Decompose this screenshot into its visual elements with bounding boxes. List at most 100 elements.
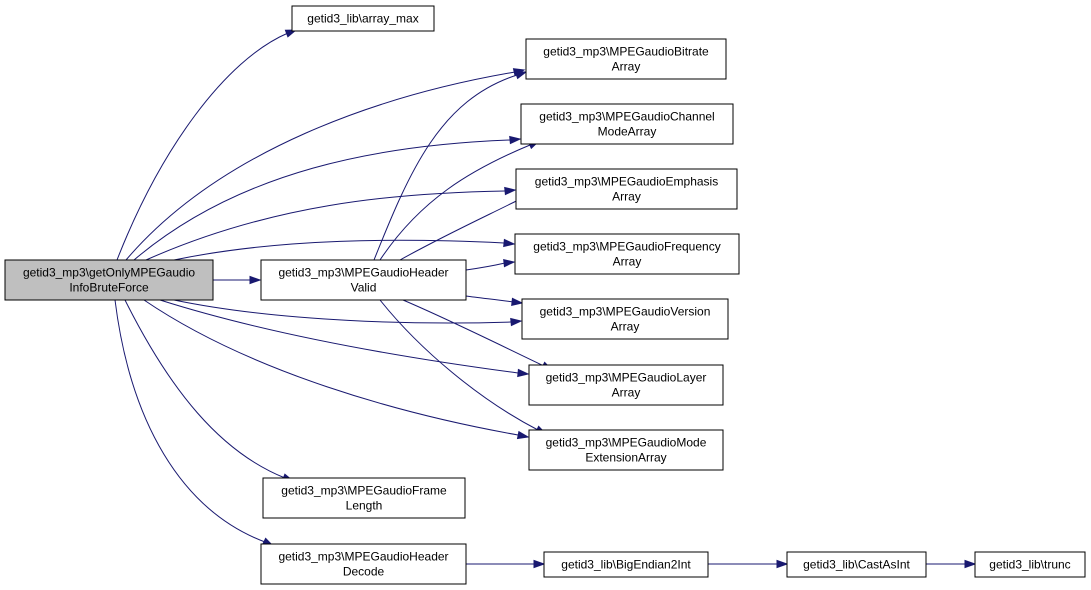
- node-label: getid3_mp3\MPEGaudioBitrate: [543, 45, 709, 59]
- node-bigendian[interactable]: getid3_lib\BigEndian2Int: [543, 551, 709, 578]
- edge-line: [143, 299, 519, 436]
- edge-arrowhead: [964, 559, 977, 569]
- edge-arrowhead: [504, 186, 517, 196]
- edge-line: [379, 299, 539, 431]
- edge-line: [125, 71, 516, 261]
- edge-line: [173, 299, 512, 324]
- node-label: getid3_mp3\MPEGaudioChannel: [539, 110, 714, 124]
- node-box: [528, 429, 724, 471]
- edge-root-to-modeext: [143, 299, 530, 440]
- edge-root-to-headervalid: [213, 275, 262, 285]
- edge-line: [465, 295, 514, 303]
- edge-arrowhead: [284, 29, 298, 38]
- node-box: [521, 298, 729, 340]
- node-label: getid3_mp3\MPEGaudioEmphasis: [535, 175, 718, 189]
- edge-headervalid-to-frequency: [465, 258, 516, 271]
- node-label: getid3_lib\CastAsInt: [803, 558, 910, 572]
- node-root[interactable]: getid3_mp3\getOnlyMPEGaudioInfoBruteForc…: [4, 259, 214, 301]
- node-label: getid3_mp3\MPEGaudioFrequency: [533, 240, 720, 254]
- node-box: [525, 38, 727, 80]
- edge-line: [114, 299, 266, 543]
- edge-arrowhead: [509, 135, 522, 145]
- node-box: [974, 551, 1086, 578]
- node-label: Array: [612, 60, 641, 74]
- node-box: [515, 168, 738, 210]
- node-label: Array: [612, 386, 641, 400]
- node-label: getid3_mp3\MPEGaudioHeader: [278, 550, 448, 564]
- node-label: getid3_mp3\MPEGaudioHeader: [278, 266, 448, 280]
- node-label: Array: [613, 255, 642, 269]
- node-label: Length: [346, 499, 383, 513]
- edge-arrowhead: [516, 430, 530, 440]
- node-box: [260, 259, 467, 301]
- edge-line: [373, 74, 518, 261]
- edge-root-to-framelength: [124, 299, 295, 482]
- node-label: getid3_mp3\getOnlyMPEGaudio: [23, 266, 195, 280]
- node-castasint[interactable]: getid3_lib\CastAsInt: [786, 551, 927, 578]
- edge-line: [124, 299, 286, 479]
- edge-arrowhead: [776, 559, 789, 569]
- edge-line: [173, 239, 505, 261]
- node-label: Array: [611, 320, 640, 334]
- edge-headervalid-to-version: [465, 295, 524, 307]
- node-box: [520, 103, 734, 145]
- node-label: Decode: [343, 565, 385, 579]
- edge-headervalid-to-bitrate: [373, 71, 528, 261]
- node-label: getid3_lib\BigEndian2Int: [561, 558, 691, 572]
- edge-headervalid-to-modeext: [379, 299, 548, 435]
- nodes-layer: getid3_mp3\getOnlyMPEGaudioInfoBruteForc…: [4, 5, 1086, 585]
- node-box: [260, 543, 467, 585]
- node-label: getid3_mp3\MPEGaudioLayer: [546, 371, 707, 385]
- edge-arrowhead: [510, 317, 523, 327]
- node-trunc[interactable]: getid3_lib\trunc: [974, 551, 1086, 578]
- node-label: getid3_lib\trunc: [989, 558, 1070, 572]
- node-label: Array: [612, 190, 641, 204]
- node-box: [262, 477, 466, 519]
- edge-root-to-headerdecode: [114, 299, 275, 547]
- edge-root-to-array_max: [116, 29, 298, 261]
- edge-arrowhead: [503, 258, 516, 268]
- node-box: [528, 364, 724, 406]
- edge-line: [379, 144, 531, 261]
- edge-line: [159, 299, 519, 374]
- edge-arrowhead: [517, 368, 530, 378]
- edge-arrowhead: [514, 71, 528, 80]
- node-box: [786, 551, 927, 578]
- edge-arrowhead: [511, 297, 524, 307]
- node-label: Valid: [351, 281, 377, 295]
- edge-line: [133, 139, 511, 261]
- edge-root-to-layer: [159, 299, 530, 378]
- edge-line: [116, 32, 289, 261]
- node-label: getid3_mp3\MPEGaudioFrame: [281, 484, 447, 498]
- node-box: [4, 259, 214, 301]
- edge-line: [402, 299, 545, 367]
- node-array_max[interactable]: getid3_lib\array_max: [291, 5, 435, 32]
- edge-line: [145, 190, 506, 261]
- node-label: getid3_mp3\MPEGaudioMode: [546, 436, 707, 450]
- edge-headerdecode-to-bigendian: [466, 559, 546, 569]
- node-box: [291, 5, 435, 32]
- edges-layer: [114, 29, 977, 569]
- node-box: [514, 233, 740, 275]
- edge-arrowhead: [249, 275, 262, 285]
- edge-root-to-emphasis: [145, 186, 517, 261]
- edge-arrowhead: [503, 238, 516, 248]
- node-label: ExtensionArray: [585, 451, 666, 465]
- node-label: getid3_mp3\MPEGaudioVersion: [540, 305, 711, 319]
- edge-root-to-version: [173, 299, 523, 327]
- edge-line: [465, 262, 506, 271]
- node-box: [543, 551, 709, 578]
- edge-castasint-to-trunc: [926, 559, 977, 569]
- edge-bigendian-to-castasint: [708, 559, 789, 569]
